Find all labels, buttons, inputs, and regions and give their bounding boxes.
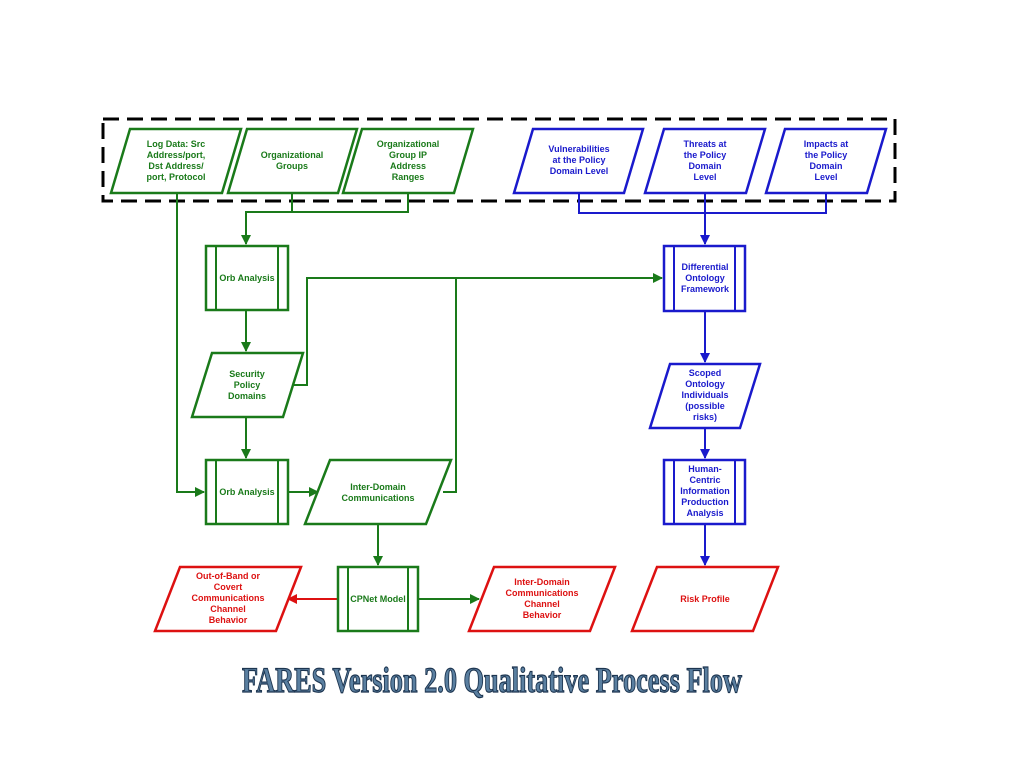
svg-text:Risk Profile: Risk Profile (680, 594, 730, 604)
output-risk-profile: Risk Profile (630, 565, 780, 633)
svg-text:CPNet Model: CPNet Model (350, 594, 406, 604)
connector-security-ontology (290, 273, 663, 386)
process-orb-analysis-2: Orb Analysis (204, 458, 290, 526)
connector-logdata-orb2 (176, 193, 205, 497)
connector-impacts (705, 193, 827, 214)
process-cpnet-model: CPNet Model (336, 565, 420, 633)
diagram-title: FARES Version 2.0 Qualitative Process Fl… (242, 660, 742, 700)
connector-vulnerabilities (578, 193, 705, 214)
connector-org-ip (241, 193, 409, 245)
svg-text:Orb Analysis: Orb Analysis (219, 273, 274, 283)
input-group-box (101, 117, 897, 203)
process-orb-analysis-1: Orb Analysis (204, 244, 290, 312)
connector-interdomain-ontology (443, 278, 457, 493)
svg-text:Orb Analysis: Orb Analysis (219, 487, 274, 497)
